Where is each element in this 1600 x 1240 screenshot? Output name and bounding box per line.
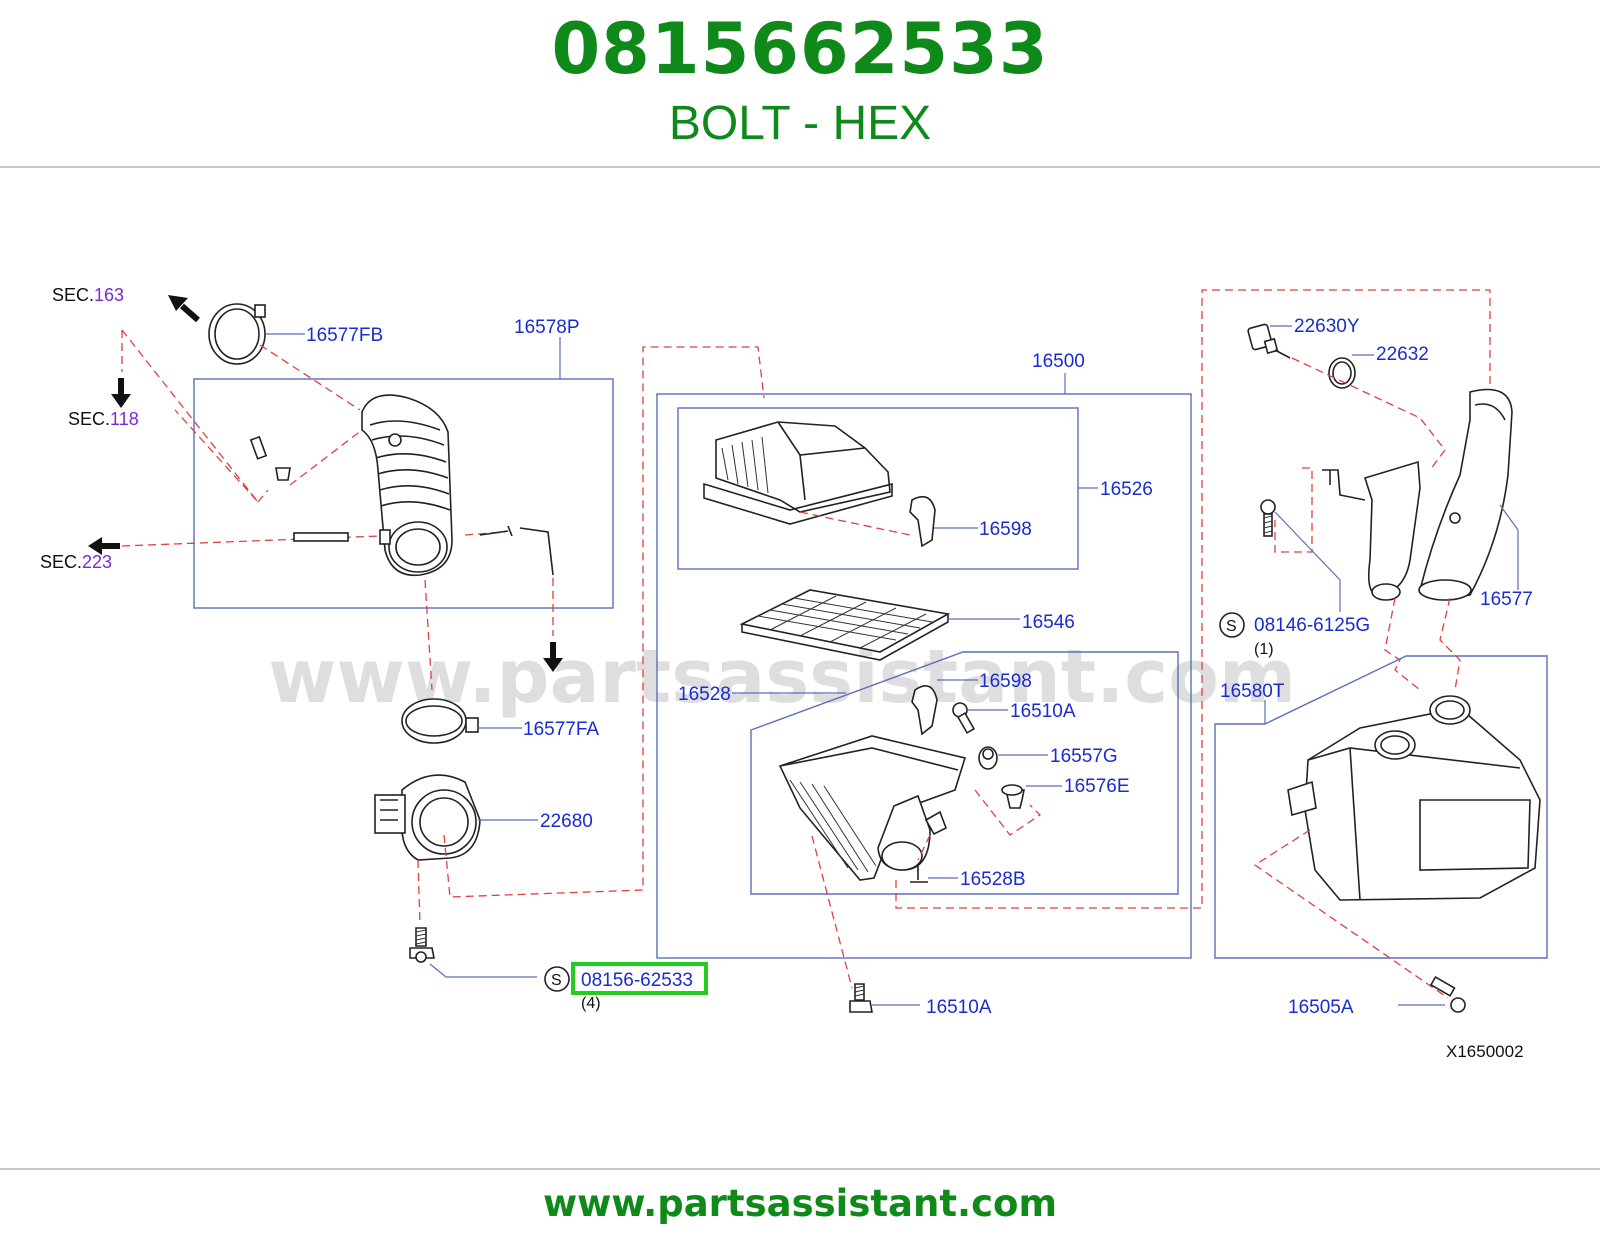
callout-08146-6125G[interactable]: 08146-6125G	[1254, 615, 1370, 636]
std-part-08146-6125G[interactable]: S 08146-6125G (1)	[1219, 612, 1370, 658]
air-box-16580T-part[interactable]	[1287, 695, 1541, 901]
callout-16580T[interactable]: 16580T	[1220, 681, 1285, 702]
clamp-16577FB-part[interactable]	[208, 303, 266, 365]
callout-16578P[interactable]: 16578P	[514, 317, 580, 338]
box-16500	[656, 393, 1192, 959]
callout-16598-lower[interactable]: 16598	[979, 671, 1032, 692]
callout-08156-62533[interactable]: 08156-62533	[581, 970, 693, 991]
clip-16598-part[interactable]	[909, 495, 936, 548]
arrow-left-icon	[88, 537, 120, 555]
callout-22680[interactable]: 22680	[540, 811, 593, 832]
std-symbol: S	[1226, 618, 1237, 635]
section-ref-223[interactable]: SEC.223	[40, 552, 112, 572]
footer-divider	[0, 1168, 1600, 1170]
callout-16577FA[interactable]: 16577FA	[523, 719, 599, 740]
clip-16598-lower-part[interactable]	[911, 684, 938, 736]
resonator-bracket-part[interactable]	[1322, 460, 1421, 601]
air-cleaner-case-part[interactable]	[778, 735, 967, 881]
callout-16526[interactable]: 16526	[1100, 479, 1153, 500]
grommet-16557G-part[interactable]	[978, 746, 998, 770]
air-cleaner-cover-part[interactable]	[703, 421, 893, 525]
arrow-up-left-icon	[168, 295, 200, 323]
callout-16500[interactable]: 16500	[1032, 351, 1085, 372]
footer-website-link[interactable]: www.partsassistant.com	[542, 1182, 1057, 1225]
callout-16598-upper[interactable]: 16598	[979, 519, 1032, 540]
duct-16577-part[interactable]	[1418, 388, 1513, 601]
section-prefix: SEC.	[52, 285, 94, 305]
fitting-parts	[249, 435, 554, 576]
svg-text:SEC.163: SEC.163	[52, 285, 124, 305]
highlight-box	[571, 962, 708, 995]
bolt-16510A-bottom-part[interactable]	[849, 983, 873, 1013]
svg-text:SEC.118: SEC.118	[68, 409, 139, 429]
clamp-16577FA-part[interactable]	[401, 698, 479, 744]
section-number: 163	[94, 285, 124, 305]
arrow-down-icon	[543, 642, 563, 672]
page-header: 0815662533 BOLT - HEX	[0, 0, 1600, 168]
drawing-id: X1650002	[1446, 1042, 1524, 1061]
std-symbol: S	[551, 972, 562, 989]
callout-22630Y[interactable]: 22630Y	[1294, 316, 1360, 337]
std-part-08156-62533[interactable]: S 08156-62533 (4)	[544, 962, 708, 1012]
o-ring-22632-part[interactable]	[1328, 357, 1356, 389]
qty-08146-6125G: (1)	[1254, 641, 1274, 658]
svg-text:SEC.223: SEC.223	[40, 552, 112, 572]
bolt-08146-6125G-part[interactable]	[1260, 499, 1276, 537]
callout-16505A[interactable]: 16505A	[1288, 997, 1354, 1018]
header-divider	[0, 166, 1600, 168]
pin-16528B-part[interactable]	[910, 866, 928, 883]
callout-16528B[interactable]: 16528B	[960, 869, 1026, 890]
callout-16576E[interactable]: 16576E	[1064, 776, 1130, 797]
sensor-22630Y-part[interactable]	[1247, 323, 1291, 359]
collar-16576E-part[interactable]	[1001, 784, 1025, 809]
callout-16577[interactable]: 16577	[1480, 589, 1533, 610]
bolt-16510A-top-part[interactable]	[952, 702, 976, 734]
section-ref-163[interactable]: SEC.163	[52, 285, 124, 305]
callout-16510A-bottom[interactable]: 16510A	[926, 997, 992, 1018]
callout-16577FB[interactable]: 16577FB	[306, 325, 383, 346]
bolt-16505A-part[interactable]	[1429, 975, 1466, 1013]
arrow-down-icon	[111, 378, 131, 408]
bolt-08156-62533-part[interactable]	[409, 927, 435, 963]
callout-16510A-top[interactable]: 16510A	[1010, 701, 1076, 722]
throttle-body-22680-part[interactable]	[374, 774, 481, 861]
callout-16528[interactable]: 16528	[678, 684, 731, 705]
part-description: BOLT - HEX	[668, 97, 932, 150]
part-number-title: 0815662533	[551, 8, 1049, 90]
qty-08156-62533: (4)	[581, 995, 601, 1012]
air-duct-hose-part[interactable]	[361, 394, 453, 577]
callout-22632[interactable]: 22632	[1376, 344, 1429, 365]
section-ref-118[interactable]: SEC.118	[68, 409, 139, 429]
box-16578P	[193, 378, 614, 609]
callout-16546[interactable]: 16546	[1022, 612, 1075, 633]
callout-16557G[interactable]: 16557G	[1050, 746, 1118, 767]
box-16528	[750, 651, 1179, 895]
